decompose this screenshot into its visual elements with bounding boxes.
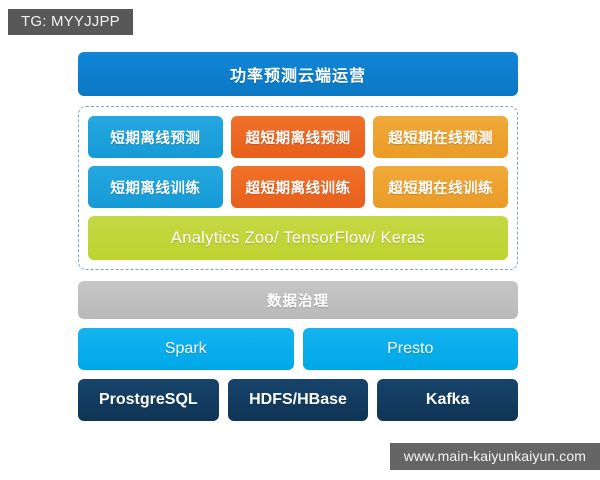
workload-group-container: 短期离线预测 超短期离线预测 超短期在线预测 短期离线训练 超短期离线训练 超短…: [78, 106, 518, 270]
framework-layer-block: Analytics Zoo/ TensorFlow/ Keras: [88, 216, 508, 260]
tg-watermark-tag: TG: MYYJJPP: [8, 9, 133, 35]
storage-layer-row: ProstgreSQL HDFS/HBase Kafka: [78, 379, 519, 421]
block-ultra-short-term-online-prediction: 超短期在线预测: [373, 116, 509, 158]
architecture-diagram: 功率预测云端运营 短期离线预测 超短期离线预测 超短期在线预测 短期离线训练 超…: [78, 52, 519, 421]
block-short-term-offline-prediction: 短期离线预测: [88, 116, 223, 158]
data-governance-block: 数据治理: [78, 281, 518, 319]
block-spark: Spark: [78, 328, 294, 370]
compute-engine-row: Spark Presto: [78, 328, 518, 370]
block-short-term-offline-training: 短期离线训练: [88, 166, 223, 208]
training-row: 短期离线训练 超短期离线训练 超短期在线训练: [88, 166, 509, 208]
block-presto: Presto: [302, 328, 518, 370]
block-hdfs-hbase: HDFS/HBase: [227, 379, 369, 421]
block-ultra-short-term-offline-prediction: 超短期离线预测: [230, 116, 366, 158]
block-ultra-short-term-offline-training: 超短期离线训练: [230, 166, 366, 208]
block-ultra-short-term-online-training: 超短期在线训练: [373, 166, 509, 208]
block-kafka: Kafka: [377, 379, 519, 421]
cloud-operations-banner: 功率预测云端运营: [78, 52, 518, 96]
site-watermark-tag: www.main-kaiyunkaiyun.com: [389, 443, 600, 470]
prediction-row: 短期离线预测 超短期离线预测 超短期在线预测: [88, 116, 509, 158]
block-postgresql: ProstgreSQL: [78, 379, 219, 421]
